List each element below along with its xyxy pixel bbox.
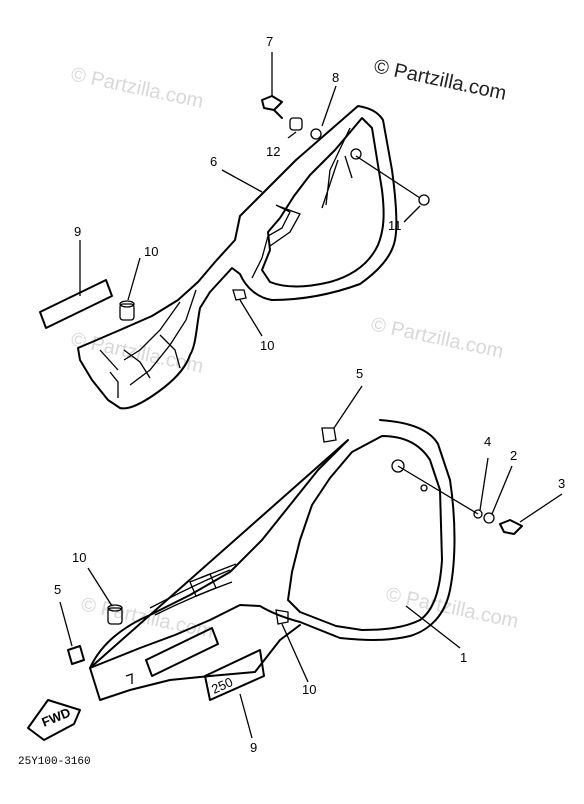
watermark-faint: © Partzilla.com bbox=[69, 328, 205, 378]
upper-side-cover bbox=[39, 52, 430, 410]
callout-1: 1 bbox=[460, 650, 467, 665]
callout-11: 11 bbox=[388, 218, 402, 233]
callout-9: 9 bbox=[74, 224, 81, 239]
callout-labels: 7 8 12 6 11 9 10 10 5 4 2 3 10 5 1 10 9 bbox=[54, 34, 565, 755]
watermarks: © Partzilla.com © Partzilla.com © Partzi… bbox=[69, 55, 520, 643]
callout-5: 5 bbox=[54, 582, 61, 597]
callout-6: 6 bbox=[210, 154, 217, 169]
callout-2: 2 bbox=[510, 448, 517, 463]
watermark-dark: © Partzilla.com bbox=[372, 55, 508, 105]
callout-8: 8 bbox=[332, 70, 339, 85]
decal-250-text: 250 bbox=[209, 674, 235, 697]
callout-9: 9 bbox=[250, 740, 257, 755]
watermark-faint: © Partzilla.com bbox=[69, 63, 205, 113]
callout-12: 12 bbox=[266, 144, 280, 159]
lower-side-cover: 250 bbox=[59, 385, 563, 739]
diagram-code: 25Y100-3160 bbox=[18, 756, 91, 768]
callout-10: 10 bbox=[302, 682, 316, 697]
callout-7: 7 bbox=[266, 34, 273, 49]
watermark-faint: © Partzilla.com bbox=[369, 313, 505, 363]
callout-4: 4 bbox=[484, 434, 491, 449]
callout-10: 10 bbox=[72, 550, 86, 565]
callout-3: 3 bbox=[558, 476, 565, 491]
callout-10: 10 bbox=[144, 244, 158, 259]
callout-5: 5 bbox=[356, 366, 363, 381]
fwd-label: FWD bbox=[40, 705, 73, 730]
callout-10: 10 bbox=[260, 338, 274, 353]
fwd-arrow-icon: FWD bbox=[27, 699, 81, 741]
